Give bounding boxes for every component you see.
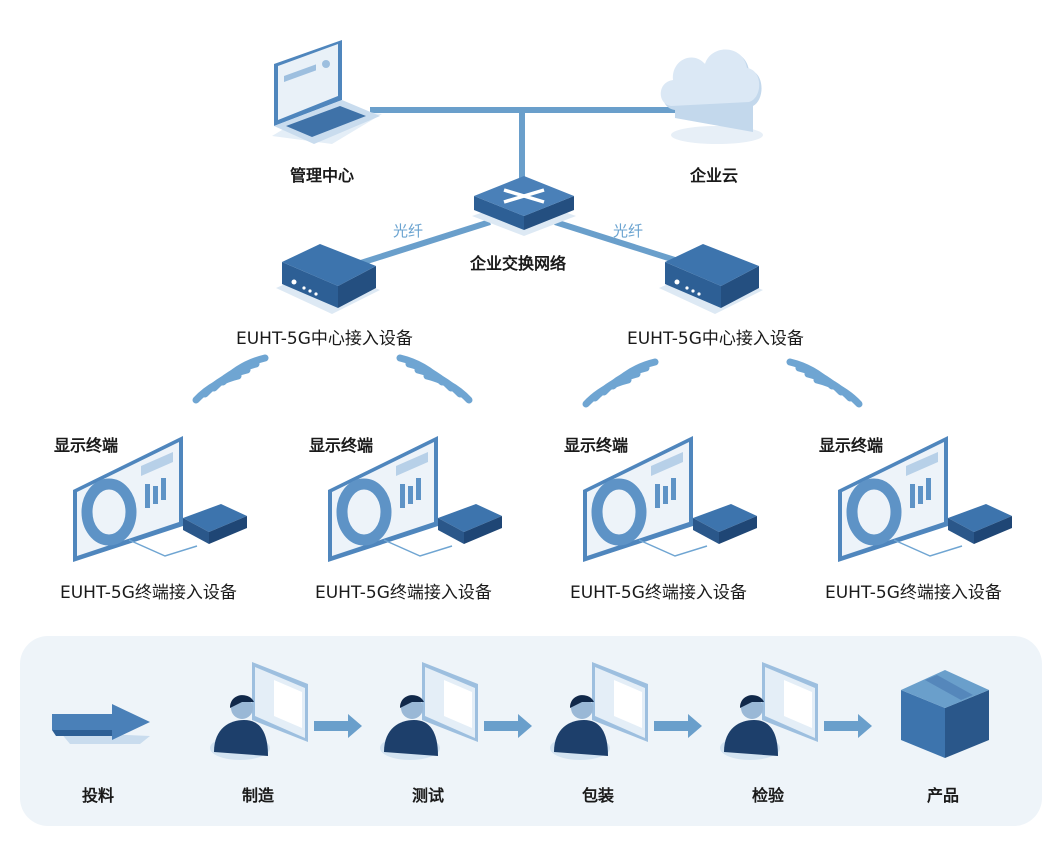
display-terminal-icon — [73, 436, 247, 562]
flow-arrow-icon — [484, 714, 532, 738]
display-terminal-label: 显示终端 — [564, 436, 629, 455]
process-step-label: 测试 — [412, 786, 445, 805]
terminal-device-label: EUHT-5G终端接入设备 — [60, 583, 237, 603]
wireless-signal-icon — [786, 358, 863, 408]
enterprise-cloud-label: 企业云 — [690, 166, 739, 185]
terminal-device-label: EUHT-5G终端接入设备 — [315, 583, 492, 603]
display-terminal-label: 显示终端 — [54, 436, 119, 455]
switch-icon — [472, 176, 576, 236]
wireless-signal-icon — [582, 358, 659, 408]
terminal-device-label: EUHT-5G终端接入设备 — [570, 583, 747, 603]
worker-screen-icon — [380, 662, 478, 760]
worker-screen-icon — [550, 662, 648, 760]
wireless-signal-icon — [192, 354, 269, 404]
flow-arrow-icon — [654, 714, 702, 738]
center-access-device-icon — [659, 244, 763, 314]
fiber-label-left: 光纤 — [393, 222, 424, 240]
display-terminal-icon — [583, 436, 757, 562]
display-terminal-icon — [328, 436, 502, 562]
process-step-label: 检验 — [752, 786, 785, 805]
process-step-label: 制造 — [242, 786, 275, 805]
center-device-label: EUHT-5G中心接入设备 — [236, 329, 413, 349]
cloud-icon — [660, 49, 763, 144]
worker-screen-icon — [720, 662, 818, 760]
arrow-icon — [52, 704, 150, 744]
worker-screen-icon — [210, 662, 308, 760]
display-terminal-label: 显示终端 — [819, 436, 884, 455]
center-device-label: EUHT-5G中心接入设备 — [627, 329, 804, 349]
display-terminal-label: 显示终端 — [309, 436, 374, 455]
process-step-label: 投料 — [82, 786, 115, 805]
switch-network-label: 企业交换网络 — [470, 254, 567, 273]
process-step-label: 包装 — [582, 786, 615, 805]
process-step-label: 产品 — [927, 786, 960, 805]
management-center-label: 管理中心 — [290, 166, 355, 185]
wireless-signal-icon — [396, 354, 473, 404]
flow-arrow-icon — [314, 714, 362, 738]
production-process-panel — [20, 636, 1042, 826]
display-terminal-icon — [838, 436, 1012, 562]
laptop-icon — [272, 40, 382, 144]
center-access-device-icon — [276, 244, 380, 314]
box-icon — [901, 670, 989, 758]
flow-arrow-icon — [824, 714, 872, 738]
terminal-device-label: EUHT-5G终端接入设备 — [825, 583, 1002, 603]
fiber-left-line — [344, 219, 491, 271]
fiber-label-right: 光纤 — [613, 222, 644, 240]
